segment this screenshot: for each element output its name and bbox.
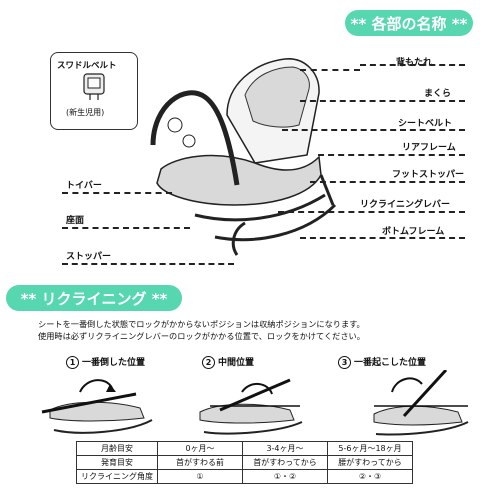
- position-3-illustration: [373, 370, 469, 436]
- reclining-desc-line-2: 使用時は必ずリクライニングレバーのロックがかかる位置で、ロックをかけてください。: [38, 331, 365, 341]
- row-head: 月齢目安: [76, 441, 158, 456]
- cell: 3-4ヶ月～: [242, 441, 328, 456]
- recline-spec-table: 月齢目安 0ヶ月～ 3-4ヶ月～ 5-6ヶ月～18ヶ月 発育目安 首がすわる前 …: [76, 441, 413, 484]
- cell: ①: [157, 469, 243, 484]
- leader-toy-bar: [62, 192, 172, 194]
- label-rear-frame: リアフレーム: [402, 143, 456, 153]
- row-head: リクライニング角度: [76, 469, 158, 484]
- position-2-number: 2: [202, 356, 215, 369]
- label-seat: 座面: [66, 216, 85, 226]
- cell: 腰がすわってから: [327, 455, 413, 470]
- label-pillow: まくら: [424, 89, 452, 99]
- label-toy-bar: トイバー: [66, 181, 102, 191]
- leader-rear-frame: [318, 154, 465, 156]
- label-stopper: ストッパー: [66, 252, 112, 262]
- leader-recline-lever: [278, 211, 465, 213]
- bouncer-illustration: [150, 58, 337, 256]
- cell: 0ヶ月～: [157, 441, 243, 456]
- cell: 首がすわってから: [242, 455, 328, 470]
- parts-banner: ** 各部の名称 **: [345, 10, 473, 36]
- reclining-title: ** リクライニング **: [20, 289, 168, 308]
- parts-title: ** 各部の名称 **: [350, 14, 468, 33]
- position-1-number: 1: [66, 356, 79, 369]
- position-3-number: 3: [338, 356, 351, 369]
- cell: ②・③: [327, 469, 413, 484]
- cell: 5-6ヶ月～18ヶ月: [327, 441, 413, 456]
- swaddle-belt-icon: [83, 73, 105, 100]
- position-2-label: 中間位置: [218, 358, 255, 368]
- table-row: 発育目安 首がすわる前 首がすわってから 腰がすわってから: [76, 455, 413, 470]
- label-backrest: 背もたれ: [396, 58, 433, 68]
- label-bottom-frame: ボトムフレーム: [382, 227, 445, 237]
- swaddle-belt-title: スワドルベルト: [57, 61, 117, 71]
- leader-seatbelt: [282, 129, 465, 131]
- swaddle-belt-note: (新生児用): [66, 108, 105, 117]
- cell: ①・②: [242, 469, 328, 484]
- position-1-label: 一番倒した位置: [82, 358, 146, 368]
- row-head: 発育目安: [76, 455, 158, 470]
- leader-backrest-2: [360, 64, 465, 66]
- position-3-label: 一番起こした位置: [354, 358, 427, 368]
- position-1-illustration: [41, 379, 153, 434]
- leader-backrest: [300, 69, 360, 71]
- swaddle-belt-box: スワドルベルト (新生児用): [50, 52, 138, 130]
- reclining-desc-line-1: シートを一番倒した状態でロックがかからないポジションは収納ポジションになります。: [38, 319, 365, 329]
- leader-pillow: [300, 100, 465, 102]
- label-seatbelt: シートベルト: [398, 119, 453, 129]
- leader-foot-stopper: [310, 181, 465, 183]
- reclining-description: シートを一番倒した状態でロックがかからないポジションは収納ポジションになります。…: [38, 318, 478, 342]
- position-2-illustration: [199, 378, 303, 435]
- reclining-banner: ** リクライニング **: [6, 285, 182, 311]
- label-recline-lever: リクライニングレバー: [360, 200, 451, 210]
- table-row: リクライニング角度 ① ①・② ②・③: [76, 469, 413, 484]
- label-foot-stopper: フットストッパー: [392, 170, 465, 180]
- table-row: 月齢目安 0ヶ月～ 3-4ヶ月～ 5-6ヶ月～18ヶ月: [76, 441, 413, 456]
- cell: 首がすわる前: [157, 455, 243, 470]
- leader-stopper: [62, 263, 234, 265]
- leader-bottom-frame: [300, 237, 465, 239]
- leader-seat: [62, 227, 190, 229]
